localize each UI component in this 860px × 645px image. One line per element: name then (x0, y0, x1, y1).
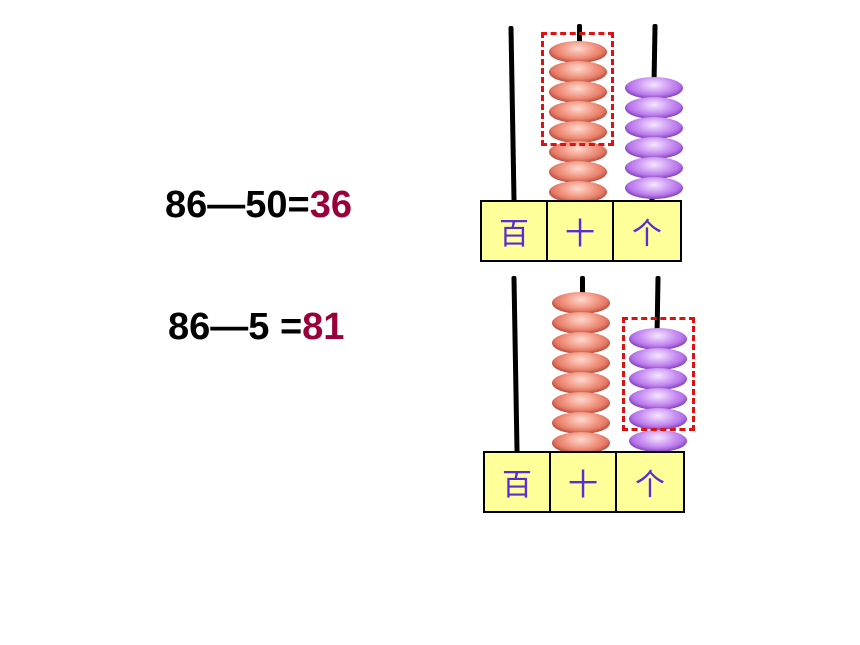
tens-bead (549, 81, 607, 103)
ones-bead (629, 388, 687, 410)
ones-bead (625, 157, 683, 179)
tens-bead (552, 292, 610, 314)
ones-bead (629, 368, 687, 390)
tens-bead (552, 352, 610, 374)
tens-bead (549, 141, 607, 163)
tens-bead (549, 161, 607, 183)
tens-bead (549, 181, 607, 203)
ones-bead (625, 117, 683, 139)
label-ones: 个 (632, 217, 662, 252)
tens-bead (552, 332, 610, 354)
tens-bead (549, 101, 607, 123)
label-tens: 十 (551, 453, 617, 511)
abacus-bottom-base: 百 十 个 (483, 451, 685, 513)
equation-2-expression: 86—5 = (168, 306, 303, 348)
ones-bead (625, 97, 683, 119)
label-tens: 十 (548, 202, 614, 260)
equation-2-answer: 81 (302, 306, 345, 348)
highlight-box-ones (622, 317, 695, 431)
label-hundreds: 百 (482, 202, 548, 260)
tens-bead (552, 432, 610, 454)
tens-bead (552, 412, 610, 434)
rod-hundreds (508, 25, 517, 203)
tens-bead (552, 312, 610, 334)
highlight-box-tens (541, 32, 614, 146)
ones-bead (625, 177, 683, 199)
ones-bead (625, 77, 683, 99)
label-hundreds: 百 (485, 453, 551, 511)
equation-1: 86—50=36 (165, 184, 352, 227)
rod-hundreds (511, 275, 520, 454)
ones-bead (629, 348, 687, 370)
ones-bead (629, 328, 687, 350)
ones-bead (629, 430, 687, 452)
tens-bead (549, 121, 607, 143)
label-ones: 个 (635, 468, 665, 503)
tens-bead (552, 372, 610, 394)
tens-bead (549, 41, 607, 63)
equation-1-answer: 36 (309, 184, 353, 226)
abacus-top-base: 百 十 个 (480, 200, 682, 262)
equation-1-expression: 86—50= (165, 184, 310, 226)
ones-bead (629, 408, 687, 430)
tens-bead (552, 392, 610, 414)
equation-2: 86—5 =81 (168, 306, 344, 349)
ones-bead (625, 137, 683, 159)
tens-bead (549, 61, 607, 83)
